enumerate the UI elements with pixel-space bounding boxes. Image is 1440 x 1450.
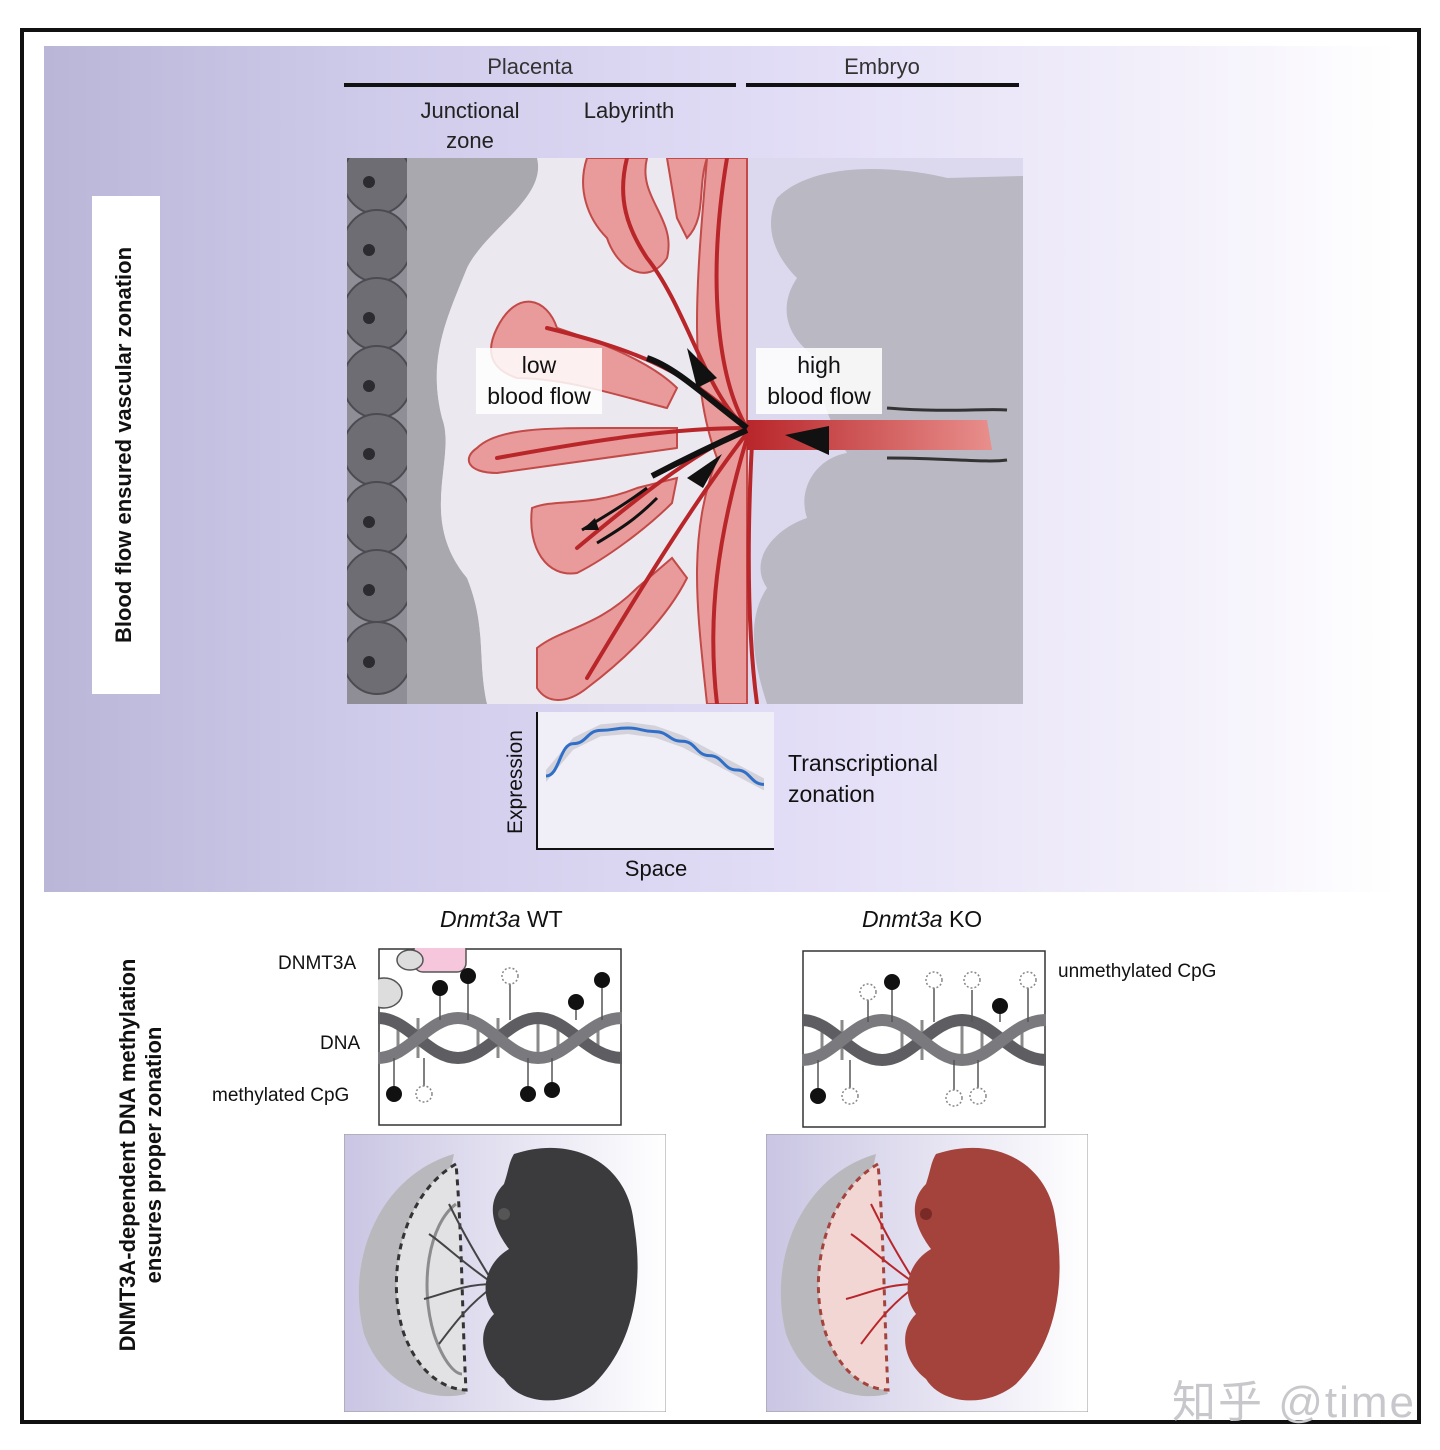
expression-plot xyxy=(536,712,774,850)
low-blood-flow-line2: blood flow xyxy=(487,383,591,409)
unmethylated-cpg-label: unmethylated CpG xyxy=(1058,961,1217,982)
umbilical-inflow-arrow xyxy=(785,426,829,455)
junctional-zone-label-line1: Junctional xyxy=(420,98,520,123)
ko-heading: Dnmt3a KO xyxy=(862,906,982,933)
placenta-bracket-line xyxy=(344,83,736,87)
ko-dna-panel xyxy=(802,950,1046,1128)
labyrinth-label: Labyrinth xyxy=(583,98,675,123)
wt-dna-panel xyxy=(378,948,622,1126)
embryo-bracket-line xyxy=(746,83,1019,87)
branch-arrow-upper xyxy=(687,348,717,388)
expression-series-line xyxy=(545,726,765,786)
wt-embryo-illustration xyxy=(344,1134,666,1412)
branch-arrow-middle xyxy=(687,454,722,488)
high-blood-flow-line2: blood flow xyxy=(767,383,871,409)
wt-heading: Dnmt3a WT xyxy=(440,906,563,933)
transcriptional-zonation-line2: zonation xyxy=(788,781,875,807)
dna-label: DNA xyxy=(320,1033,361,1054)
top-side-title-box xyxy=(92,196,160,694)
wt-gene-name: Dnmt3a xyxy=(440,906,521,932)
dnmt3a-domain xyxy=(378,977,403,1009)
expression-confidence-band xyxy=(546,722,764,791)
top-side-title: Blood flow ensured vascular zonation xyxy=(111,246,136,644)
high-blood-flow-label: high blood flow xyxy=(756,348,882,414)
junctional-zone-label-line2: zone xyxy=(446,128,494,153)
placenta-vasculature-illustration xyxy=(347,158,1023,704)
low-blood-flow-line1: low xyxy=(521,352,557,378)
plot-y-label: Expression xyxy=(504,730,527,834)
dnmt3a-label: DNMT3A xyxy=(278,953,357,974)
transcriptional-zonation-line1: Transcriptional xyxy=(788,750,938,776)
plot-x-label: Space xyxy=(624,856,688,881)
wt-state: WT xyxy=(526,906,563,932)
ko-state: KO xyxy=(948,906,983,932)
placenta-header: Placenta xyxy=(487,54,573,79)
ko-embryo-illustration xyxy=(766,1134,1088,1412)
ko-gene-name: Dnmt3a xyxy=(862,906,943,932)
methylated-cpg-label: methylated CpG xyxy=(212,1085,350,1106)
bottom-side-title-line2: ensures proper zonation xyxy=(141,1026,166,1284)
watermark: 知乎 @time xyxy=(1172,1378,1417,1427)
low-blood-flow-label: low blood flow xyxy=(476,348,602,414)
embryo-header: Embryo xyxy=(844,54,920,79)
high-blood-flow-line1: high xyxy=(797,352,841,378)
